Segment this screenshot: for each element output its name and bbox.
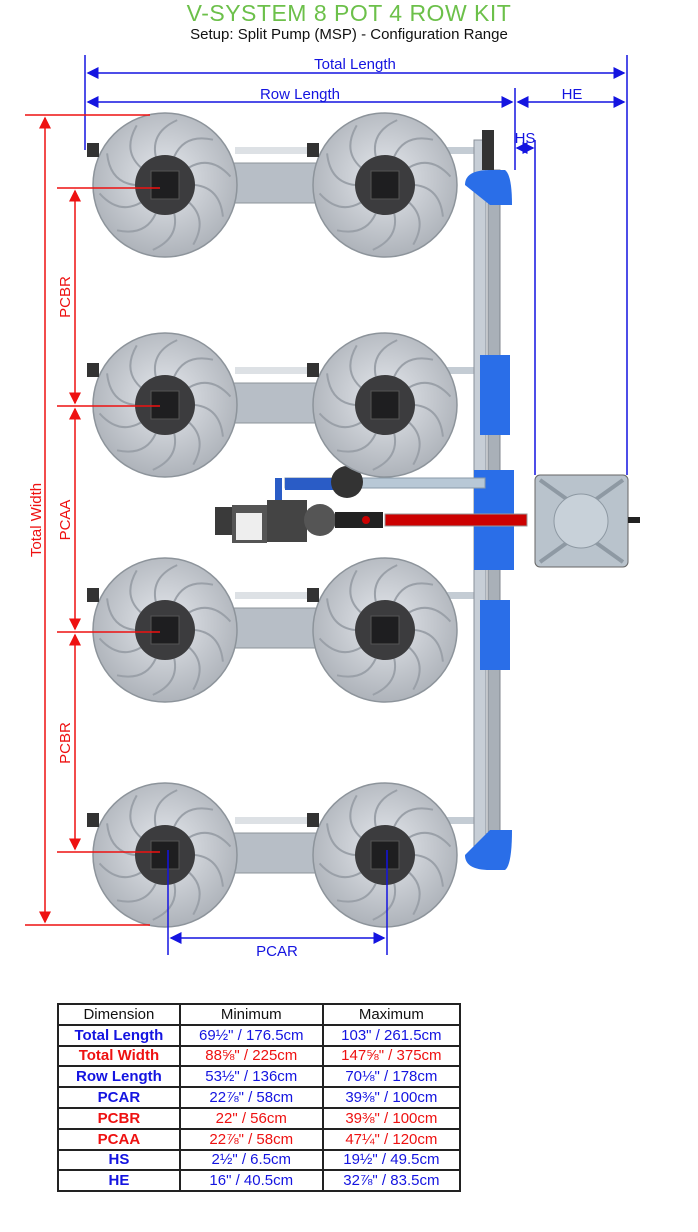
feed-line bbox=[235, 592, 315, 599]
minimum-cell: 22⅞" / 58cm bbox=[178, 1086, 324, 1109]
minimum-cell: 2½" / 6.5cm bbox=[178, 1148, 324, 1172]
hose bbox=[229, 832, 321, 874]
table-header-row: Dimension Minimum Maximum bbox=[57, 1003, 462, 1026]
feed-line bbox=[235, 817, 315, 824]
dimension-name-cell: PCBR bbox=[57, 1106, 181, 1130]
pump-assembly bbox=[215, 466, 528, 543]
hose bbox=[229, 607, 321, 649]
pot bbox=[87, 557, 238, 703]
maximum-cell: 39⅜" / 100cm bbox=[321, 1106, 462, 1130]
minimum-cell: 22⅞" / 58cm bbox=[178, 1127, 324, 1151]
feed-line bbox=[440, 367, 480, 374]
minimum-cell: 22" / 56cm bbox=[178, 1106, 324, 1130]
pcbr-bottom-label: PCBR bbox=[57, 722, 74, 764]
maximum-cell: 47¼" / 120cm bbox=[321, 1127, 462, 1151]
pcbr-top-label: PCBR bbox=[57, 276, 74, 318]
maximum-cell: 39⅜" / 100cm bbox=[321, 1086, 462, 1109]
feed-line bbox=[440, 147, 480, 154]
pot bbox=[307, 557, 458, 703]
system-diagram: Total Length Row Length HE HS PCAR Total… bbox=[25, 55, 640, 960]
dimension-name-cell: Row Length bbox=[57, 1065, 181, 1089]
pot bbox=[87, 782, 238, 928]
minimum-cell: 16" / 40.5cm bbox=[178, 1169, 324, 1193]
feed-line bbox=[235, 367, 315, 374]
pcar-label: PCAR bbox=[256, 943, 298, 960]
page-subtitle: Setup: Split Pump (MSP) - Configuration … bbox=[190, 26, 508, 43]
hose bbox=[229, 382, 321, 424]
manifold bbox=[465, 130, 514, 870]
total-length-label: Total Length bbox=[314, 56, 396, 73]
minimum-cell: 88⅝" / 225cm bbox=[178, 1044, 324, 1068]
dimension-name-cell: Total Length bbox=[57, 1023, 181, 1047]
hs-label: HS bbox=[515, 130, 536, 147]
pot bbox=[87, 332, 238, 478]
column-header: Maximum bbox=[321, 1003, 462, 1026]
minimum-cell: 69½" / 176.5cm bbox=[178, 1023, 324, 1047]
column-header: Minimum bbox=[178, 1003, 324, 1026]
pot bbox=[307, 332, 458, 478]
he-label: HE bbox=[562, 86, 583, 103]
row-length-label: Row Length bbox=[260, 86, 340, 103]
maximum-cell: 70⅛" / 178cm bbox=[321, 1065, 462, 1089]
dimension-name-cell: Total Width bbox=[57, 1044, 181, 1068]
pot bbox=[307, 112, 458, 258]
dimension-name-cell: PCAR bbox=[57, 1086, 181, 1109]
pcaa-label: PCAA bbox=[57, 500, 74, 541]
feed-line bbox=[235, 147, 315, 154]
total-width-label: Total Width bbox=[28, 483, 45, 557]
hose bbox=[229, 162, 321, 204]
pot bbox=[307, 782, 458, 928]
minimum-cell: 53½" / 136cm bbox=[178, 1065, 324, 1089]
dimension-name-cell: HE bbox=[57, 1169, 181, 1193]
feed-line bbox=[440, 817, 480, 824]
reservoir-tank bbox=[534, 474, 640, 568]
dimension-name-cell: HS bbox=[57, 1148, 181, 1172]
column-header: Dimension bbox=[57, 1003, 181, 1026]
maximum-cell: 103" / 261.5cm bbox=[321, 1023, 462, 1047]
pots bbox=[87, 112, 458, 928]
pot bbox=[87, 112, 238, 258]
maximum-cell: 32⅞" / 83.5cm bbox=[321, 1169, 462, 1193]
page-title: V-SYSTEM 8 POT 4 ROW KIT bbox=[186, 0, 512, 26]
dimension-name-cell: PCAA bbox=[57, 1127, 181, 1151]
maximum-cell: 147⅝" / 375cm bbox=[321, 1044, 462, 1068]
maximum-cell: 19½" / 49.5cm bbox=[321, 1148, 462, 1172]
feed-line bbox=[440, 592, 480, 599]
